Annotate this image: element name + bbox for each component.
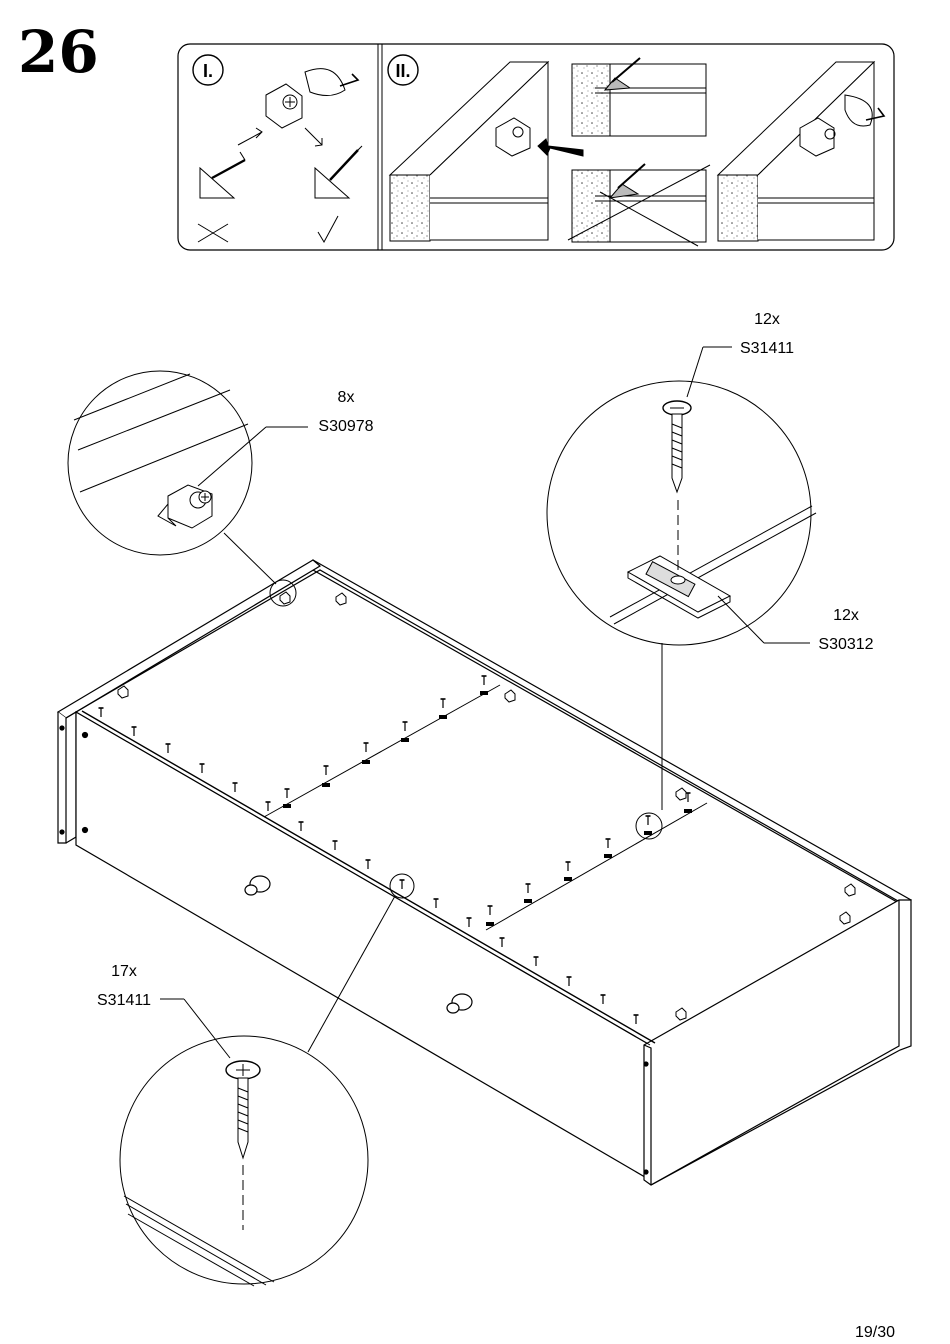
page-number: 19/30 <box>855 1324 895 1341</box>
callout-beam-screw-part-code: S31411 <box>97 992 151 1009</box>
substep-one-badge: I. <box>193 55 223 85</box>
detail-circle-plate-screw <box>547 347 816 839</box>
substep-two-drawing-b <box>568 58 710 246</box>
callout-plate-part-code: S30312 <box>818 636 873 653</box>
callout-plate-quantity: 12x <box>833 607 859 624</box>
substep-two-drawing-a <box>390 62 583 241</box>
substep-two-badge: II. <box>388 55 418 85</box>
substep-one-drawing <box>198 69 362 242</box>
callout-top-screw-quantity: 12x <box>754 311 780 328</box>
substep-two-label: II. <box>395 61 410 81</box>
callout-connector-quantity: 8x <box>338 389 355 406</box>
substep-two-drawing-c <box>718 62 884 241</box>
detail-circle-connector <box>68 371 308 606</box>
callout-top-screw-part-code: S31411 <box>740 340 794 357</box>
callout-connector-part-code: S30978 <box>318 418 373 435</box>
step-number: 26 <box>18 18 99 86</box>
instruction-panel: I. II. <box>178 44 894 250</box>
substep-one-label: I. <box>203 61 213 81</box>
callout-beam-screw-quantity: 17x <box>111 963 137 980</box>
